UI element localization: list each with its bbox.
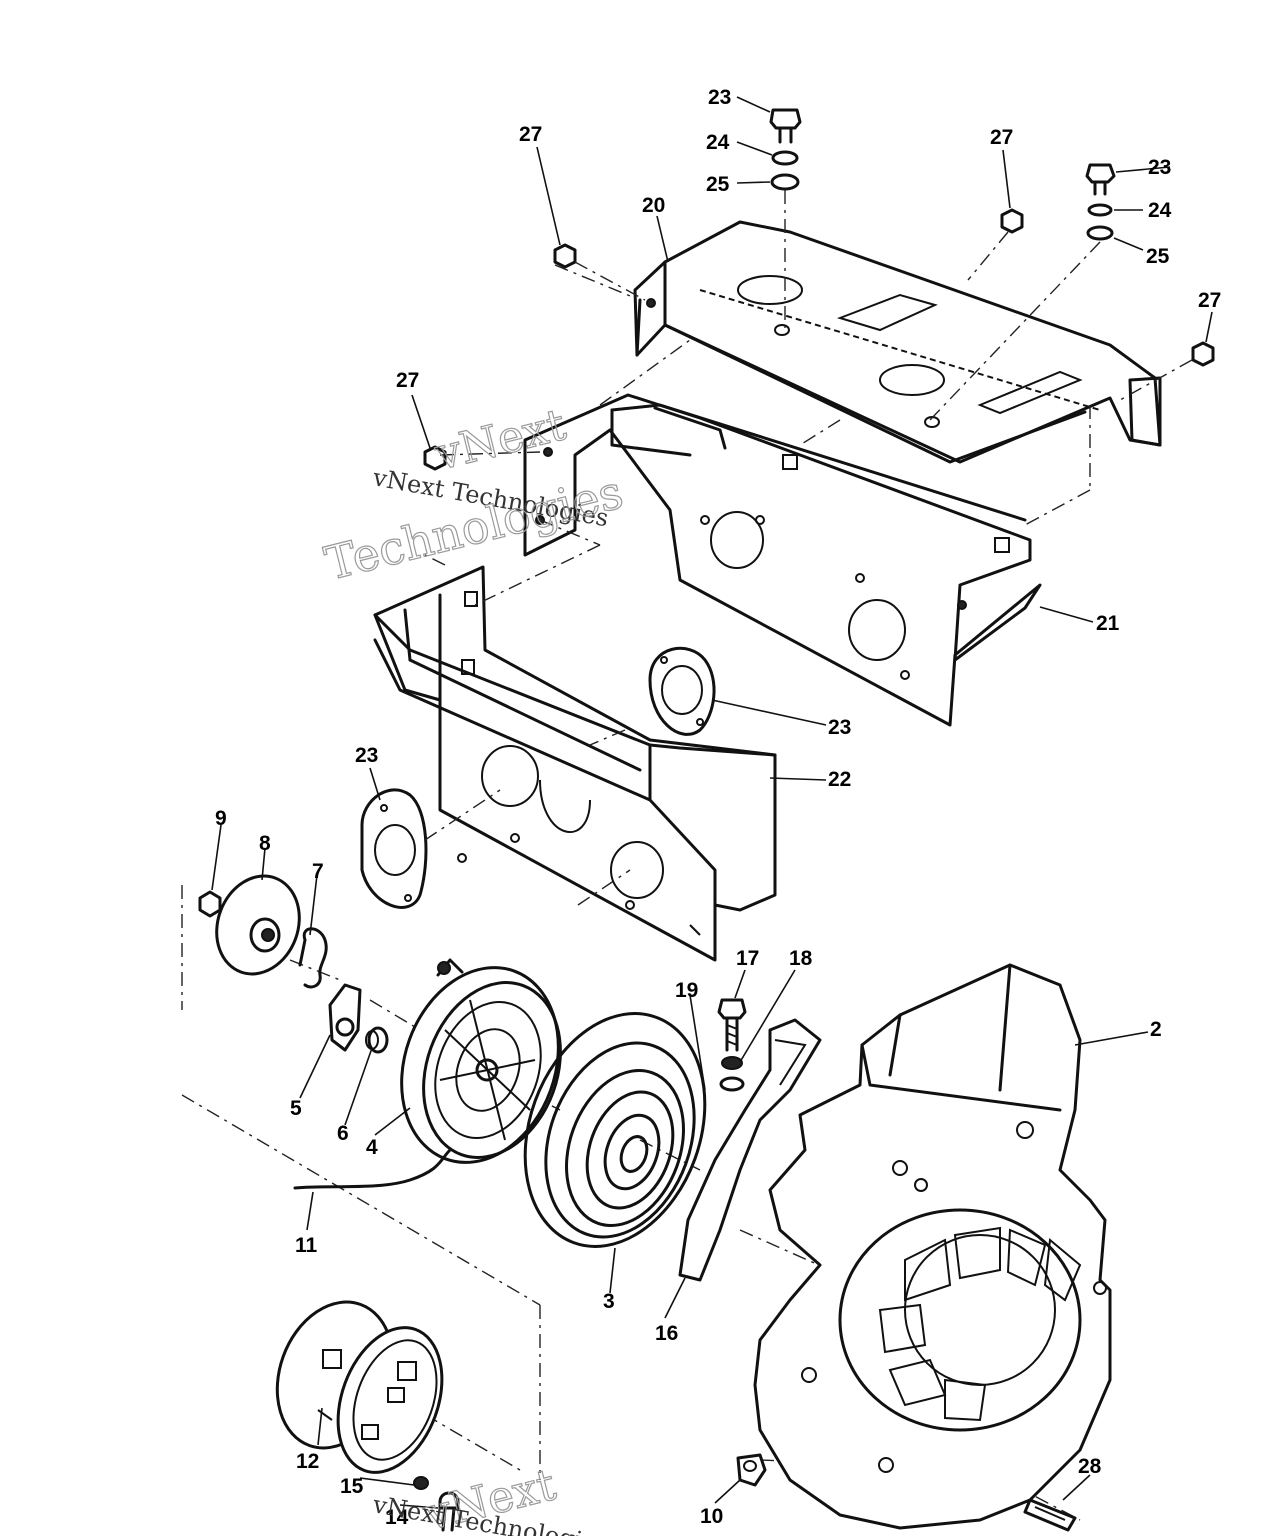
clip-part-7 — [298, 927, 328, 989]
bolt-part-24-right — [1085, 163, 1116, 196]
callout-11: 11 — [295, 1234, 318, 1257]
callout-23-left: 23 — [355, 744, 378, 767]
callout-27-a: 27 — [519, 123, 542, 146]
callout-25: 24 — [706, 131, 730, 154]
callout-24: 23 — [708, 86, 731, 109]
callout-7: 7 — [312, 860, 324, 883]
callout-10: 10 — [700, 1505, 723, 1528]
top-cover-part-20 — [633, 220, 1162, 464]
callout-15: 15 — [340, 1475, 364, 1498]
gasket-part-23 — [360, 646, 716, 909]
callout-labels: 23 24 25 23 24 25 27 27 27 27 20 21 23 2… — [215, 86, 1221, 1529]
callout-18: 18 — [789, 947, 813, 970]
washer-part-15 — [413, 1476, 429, 1490]
pawl-part-5 — [328, 983, 362, 1052]
callout-27-d: 27 — [396, 369, 419, 392]
callout-27-b: 27 — [990, 126, 1013, 149]
recoil-spring-part-3 — [523, 1012, 707, 1248]
callout-6: 6 — [337, 1122, 349, 1145]
callout-25-right: 24 — [1148, 199, 1172, 222]
callout-14: 14 — [385, 1506, 409, 1529]
callout-4: 4 — [366, 1136, 378, 1159]
callout-21: 21 — [1096, 612, 1120, 635]
washer-part-25-left — [771, 150, 799, 166]
starter-cup-part-12 — [275, 1300, 444, 1474]
bolt-part-24-left — [769, 108, 802, 144]
callout-24-right: 23 — [1148, 156, 1171, 179]
clip-part-28 — [1023, 1498, 1077, 1532]
callout-12: 12 — [296, 1450, 319, 1473]
callout-16: 16 — [655, 1322, 678, 1345]
callout-9: 9 — [215, 807, 227, 830]
callout-19: 19 — [675, 979, 698, 1002]
lower-shield-part-22 — [373, 565, 777, 962]
grommet-part-10 — [736, 1453, 767, 1487]
spring-part-6 — [365, 1026, 389, 1054]
callout-5: 5 — [290, 1097, 302, 1120]
rope-guide-part-16 — [678, 1018, 822, 1282]
callout-23: 23 — [828, 716, 851, 739]
leader-lines — [211, 96, 1213, 1509]
callout-3: 3 — [603, 1290, 615, 1313]
blower-housing-part-2 — [753, 963, 1112, 1530]
callout-17: 17 — [736, 947, 759, 970]
callout-8: 8 — [259, 832, 271, 855]
rope-part-11 — [293, 1148, 452, 1190]
bolt-part-17 — [717, 998, 747, 1052]
callout-22: 22 — [828, 768, 851, 791]
callout-20: 20 — [642, 194, 665, 217]
washer-part-26-left — [770, 173, 800, 191]
callout-26: 25 — [706, 173, 730, 196]
pulley-part-4 — [400, 958, 562, 1164]
heat-shield-part-21 — [523, 393, 1042, 727]
screw-part-14 — [438, 1491, 460, 1532]
callout-27-c: 27 — [1198, 289, 1221, 312]
callout-26-right: 25 — [1146, 245, 1170, 268]
nut-part-9 — [198, 890, 222, 918]
callout-2: 2 — [1150, 1018, 1162, 1041]
callout-28: 28 — [1078, 1455, 1102, 1478]
cup-part-8 — [215, 874, 301, 976]
washer-part-18 — [721, 1056, 743, 1070]
